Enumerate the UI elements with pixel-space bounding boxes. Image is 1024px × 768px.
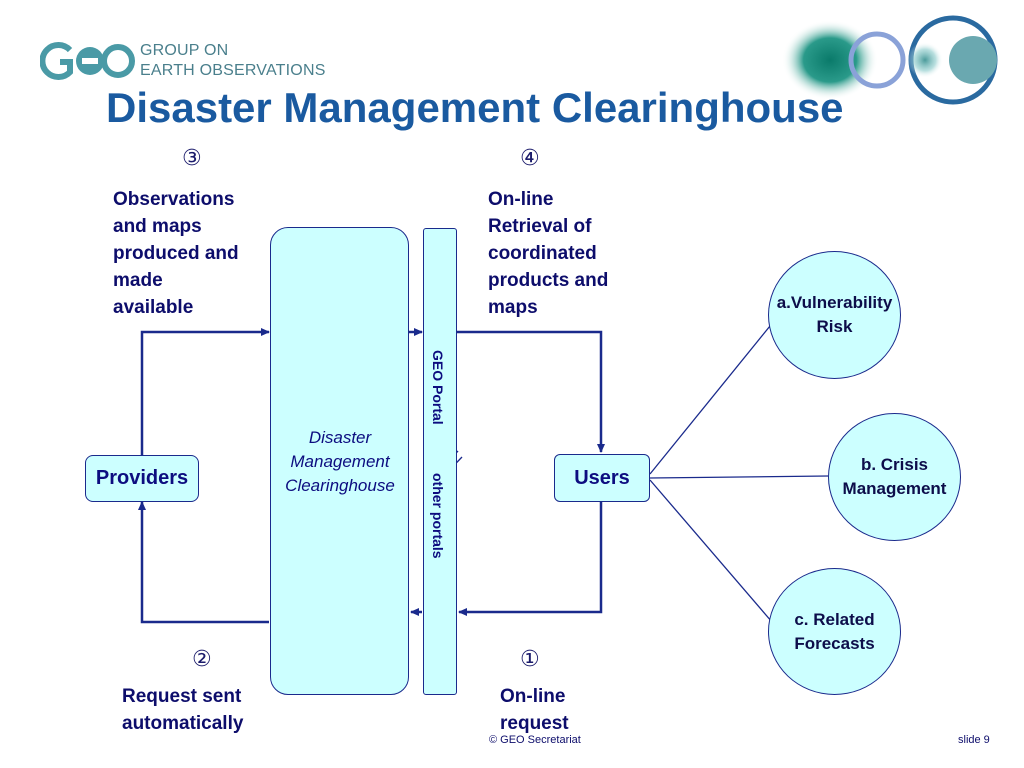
step3-line: made [113, 270, 163, 291]
users-label: Users [574, 466, 630, 489]
logo-text: GROUP ON EARTH OBSERVATIONS [140, 41, 326, 81]
clearinghouse-line: Management [290, 452, 390, 471]
step2-line: automatically [122, 713, 244, 734]
copyright: © GEO Secretariat [489, 734, 581, 746]
arrow-clearinghouse-to-providers [138, 501, 269, 624]
link-users-crisis [649, 475, 829, 479]
geo-rings-icon [782, 15, 998, 105]
geo-logo-icon [40, 42, 135, 80]
crisis-line: Management [842, 479, 947, 498]
arrow-providers-to-clearinghouse [140, 328, 270, 455]
portal-bottom-label: other portals [430, 473, 446, 559]
step4-line: Retrieval of [488, 216, 592, 237]
step4-line: coordinated [488, 243, 597, 264]
step3-line: and maps [113, 216, 202, 237]
step3-number: ③ [182, 146, 202, 171]
step4-line: products and [488, 270, 609, 291]
crisis-circle: b. Crisis Management [828, 413, 961, 541]
crisis-line: b. Crisis [860, 455, 929, 474]
link-users-forecasts [649, 479, 773, 623]
clearinghouse-line: Disaster [308, 428, 372, 447]
providers-label: Providers [95, 467, 189, 489]
step3-line: available [113, 297, 194, 318]
step4-number: ④ [520, 146, 540, 171]
vulnerability-line: Risk [816, 317, 853, 336]
forecasts-line: Forecasts [794, 633, 875, 653]
step1-line: On-line [500, 686, 566, 707]
portal-top-label: GEO Portal [430, 350, 446, 425]
vulnerability-line: a.Vulnerability [776, 293, 893, 312]
users-box: Users [554, 454, 650, 502]
forecasts-line: c. Related [794, 609, 875, 629]
logo-line1: GROUP ON [140, 42, 229, 59]
step4-text: On-line Retrieval of coordinated product… [488, 186, 648, 321]
arrow-users-to-portal [458, 502, 603, 616]
step1-line: request [500, 713, 569, 734]
clearinghouse-box [270, 227, 409, 695]
arrow-portal-to-users [457, 330, 605, 453]
step4-line: On-line [488, 189, 554, 210]
link-users-vulnerability [649, 325, 771, 475]
step2-line: Request sent [122, 686, 242, 707]
step4-line: maps [488, 297, 538, 318]
step3-line: produced and [113, 243, 239, 264]
portal-bar [423, 228, 457, 695]
vulnerability-circle: a.Vulnerability Risk [768, 251, 901, 379]
logo-line2: EARTH OBSERVATIONS [140, 62, 326, 79]
page-title: Disaster Management Clearinghouse [106, 84, 844, 131]
clearinghouse-line: Clearinghouse [285, 476, 395, 495]
step3-text: Observations and maps produced and made … [113, 186, 273, 321]
step2-number: ② [192, 647, 212, 672]
clearinghouse-label: Disaster Management Clearinghouse [268, 426, 412, 498]
step1-text: On-line request [500, 683, 620, 737]
step1-number: ① [520, 647, 540, 672]
providers-box: Providers [85, 455, 199, 502]
step3-line: Observations [113, 189, 235, 210]
forecasts-circle: c. Related Forecasts [768, 568, 901, 695]
slide-number: slide 9 [958, 734, 990, 746]
step2-text: Request sent automatically [122, 683, 282, 737]
